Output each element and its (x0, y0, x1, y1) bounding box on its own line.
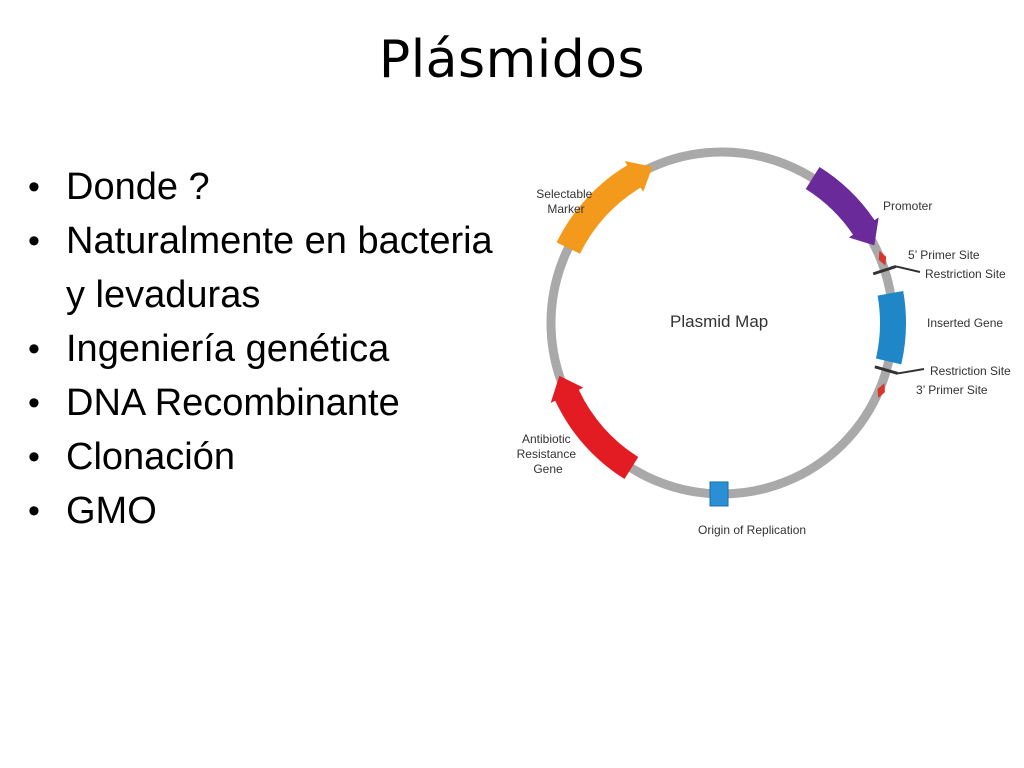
label-selectable-marker: Selectable Marker (536, 187, 595, 216)
label-origin: Origin of Replication (698, 523, 806, 537)
bullet-item: • DNA Recombinante (26, 376, 496, 430)
bullet-item: • Naturalmente en bacteria y levaduras (26, 214, 496, 322)
restriction-site-2 (874, 365, 899, 375)
promoter-arc (805, 166, 879, 246)
label-primer-3: 3’ Primer Site (916, 383, 988, 397)
plasmid-map-diagram: Plasmid Map Selectable Marker Promoter 5… (517, 147, 1011, 537)
selectable-marker-arc (556, 160, 653, 254)
origin-of-replication-block (709, 481, 729, 507)
label-restriction-2: Restriction Site (930, 364, 1011, 378)
bullet-item: • Donde ? (26, 160, 496, 214)
bullet-text: DNA Recombinante (66, 382, 400, 424)
label-antibiotic: Antibiotic Resistance Gene (517, 432, 580, 476)
label-inserted-gene: Inserted Gene (927, 316, 1003, 330)
center-label: Plasmid Map (670, 312, 768, 331)
bullet-text: Clonación (66, 436, 235, 478)
bullet-item: • Clonación (26, 430, 496, 484)
restriction-leader-2 (897, 368, 925, 375)
slide-title: Plásmidos (378, 30, 646, 90)
bullet-text: Ingeniería genética (66, 328, 390, 370)
bullet-dot: • (28, 222, 40, 260)
bullet-item: • GMO (26, 484, 496, 538)
bullet-dot: • (28, 492, 40, 530)
bullet-text: Naturalmente en bacteria y levaduras (66, 220, 493, 316)
bullet-item: • Ingeniería genética (26, 322, 496, 376)
plasmid-features (550, 160, 925, 507)
bullet-text: GMO (66, 490, 157, 532)
bullet-dot: • (28, 384, 40, 422)
bullet-dot: • (28, 168, 40, 206)
label-restriction-1: Restriction Site (925, 267, 1006, 281)
primer-site-3 (877, 383, 885, 398)
bullet-dot: • (28, 330, 40, 368)
bullet-text: Donde ? (66, 166, 210, 208)
restriction-leader-1 (895, 265, 921, 273)
bullet-dot: • (28, 438, 40, 476)
label-promoter: Promoter (883, 199, 932, 213)
antibiotic-resistance-arc (550, 375, 639, 480)
bullet-list: • Donde ? • Naturalmente en bacteria y lev… (26, 160, 496, 538)
restriction-site-1 (872, 265, 897, 276)
inserted-gene-arc (875, 291, 906, 365)
primer-site-5 (878, 250, 887, 266)
label-primer-5: 5’ Primer Site (908, 248, 980, 262)
